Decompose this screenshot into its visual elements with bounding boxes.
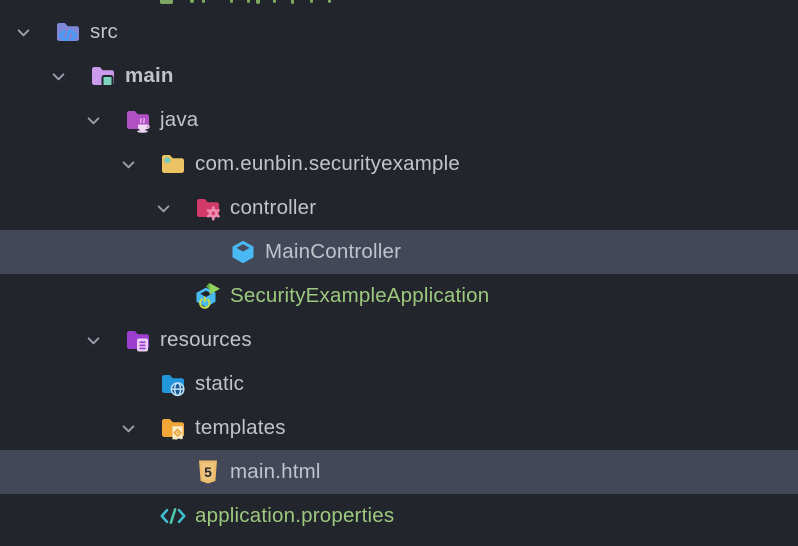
clipped-row-fragment bbox=[247, 0, 250, 3]
folder-resources-icon bbox=[124, 326, 152, 354]
tree-row-label: MainController bbox=[265, 240, 402, 263]
folder-web-icon bbox=[159, 370, 187, 398]
folder-sources-icon bbox=[54, 18, 82, 46]
tree-row-resources[interactable]: resources bbox=[0, 318, 798, 362]
clipped-row-fragment bbox=[160, 0, 173, 4]
tree-row-java[interactable]: java bbox=[0, 98, 798, 142]
tree-row-label: java bbox=[160, 108, 199, 131]
chevron-down-icon[interactable] bbox=[111, 406, 145, 450]
tree-row-application-properties[interactable]: application.properties bbox=[0, 494, 798, 538]
tree-row-label: application.properties bbox=[195, 504, 395, 527]
folder-templates-icon bbox=[159, 414, 187, 442]
tree-row-label: SecurityExampleApplication bbox=[230, 284, 490, 307]
tree-row-label: controller bbox=[230, 196, 317, 219]
tree-row-src[interactable]: src bbox=[0, 10, 798, 54]
package-icon bbox=[159, 150, 187, 178]
folder-controller-icon bbox=[194, 194, 222, 222]
tree-row-main[interactable]: main bbox=[0, 54, 798, 98]
clipped-row-fragment bbox=[328, 0, 331, 3]
svg-text:5: 5 bbox=[204, 464, 212, 480]
folder-main-icon bbox=[89, 62, 117, 90]
clipped-row-fragment bbox=[291, 0, 294, 4]
clipped-row-fragment bbox=[190, 0, 194, 3]
clipped-row-fragment bbox=[202, 0, 205, 3]
clipped-row-fragment bbox=[273, 0, 276, 3]
tree-row-controller[interactable]: controller bbox=[0, 186, 798, 230]
chevron-down-icon[interactable] bbox=[76, 98, 110, 142]
html-file-icon: 5 bbox=[194, 458, 222, 486]
tree-row-static[interactable]: static bbox=[0, 362, 798, 406]
folder-java-icon bbox=[124, 106, 152, 134]
run-application-icon bbox=[194, 282, 222, 310]
tree-row-templates[interactable]: templates bbox=[0, 406, 798, 450]
tree-row-label: resources bbox=[160, 328, 252, 351]
clipped-row-fragment bbox=[310, 0, 313, 3]
chevron-down-icon[interactable] bbox=[41, 54, 75, 98]
tree-row-label: com.eunbin.securityexample bbox=[195, 152, 460, 175]
class-icon bbox=[229, 238, 257, 266]
chevron-down-icon[interactable] bbox=[111, 142, 145, 186]
tree-row-label: static bbox=[195, 372, 245, 395]
code-file-icon bbox=[159, 502, 187, 530]
tree-row-com-eunbin-securityexample[interactable]: com.eunbin.securityexample bbox=[0, 142, 798, 186]
tree-row-securityexampleapplication[interactable]: SecurityExampleApplication bbox=[0, 274, 798, 318]
tree-row-label: templates bbox=[195, 416, 286, 439]
tree-row-label: src bbox=[90, 20, 118, 43]
clipped-row-fragment bbox=[256, 0, 260, 4]
tree-row-main-html[interactable]: 5 main.html bbox=[0, 450, 798, 494]
tree-row-label: main bbox=[125, 64, 174, 87]
clipped-row-fragment bbox=[230, 0, 233, 3]
clipped-row-above bbox=[0, 0, 798, 8]
tree-row-label: main.html bbox=[230, 460, 321, 483]
chevron-down-icon[interactable] bbox=[146, 186, 180, 230]
tree-row-maincontroller[interactable]: MainController bbox=[0, 230, 798, 274]
chevron-down-icon[interactable] bbox=[6, 10, 40, 54]
chevron-down-icon[interactable] bbox=[76, 318, 110, 362]
